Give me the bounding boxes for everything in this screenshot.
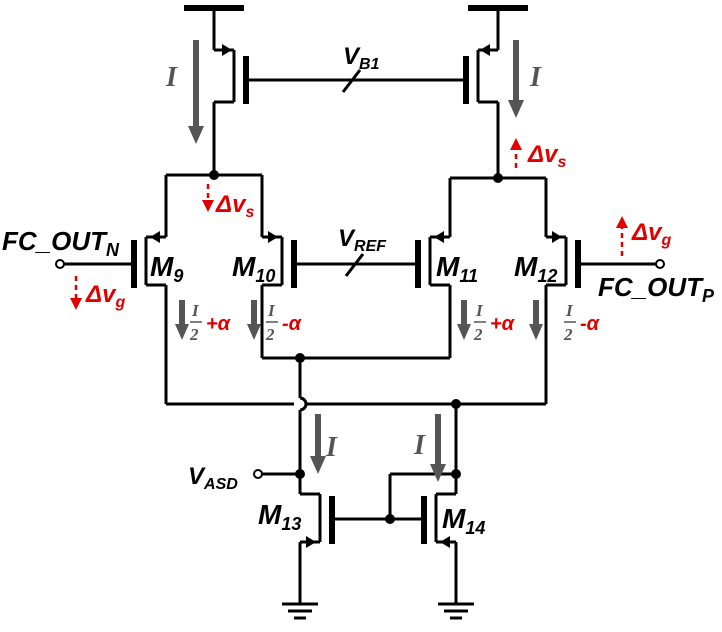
transistor-m9 bbox=[55, 231, 168, 404]
right-source-node bbox=[448, 173, 548, 237]
label-fc-out-n: FC_OUTN bbox=[2, 226, 120, 260]
svg-text:I: I bbox=[191, 301, 200, 320]
signal-label-vg-right: Δvg bbox=[631, 219, 671, 249]
signal-label-vs-right: Δvs bbox=[527, 141, 566, 171]
signal-label-vg-left: Δvg bbox=[85, 281, 125, 311]
current-arrow-m14 bbox=[430, 414, 446, 482]
svg-text:I: I bbox=[565, 301, 574, 320]
m13-m14-gate-line bbox=[332, 514, 424, 524]
current-label-m13: I bbox=[325, 432, 338, 463]
current-arrow-m13 bbox=[310, 414, 326, 474]
transistor-m12 bbox=[544, 231, 665, 404]
signal-arrow-vg-right bbox=[616, 216, 628, 256]
drain-node-m9-m12 bbox=[166, 399, 546, 474]
label-m14: M14 bbox=[442, 503, 485, 538]
svg-text:2: 2 bbox=[473, 325, 483, 344]
vref-label: VREF bbox=[338, 225, 387, 255]
label-m9: M9 bbox=[150, 251, 183, 286]
left-source-node bbox=[164, 170, 264, 237]
pmos-right-load bbox=[463, 5, 528, 178]
current-arrow-top-left bbox=[188, 40, 204, 144]
label-m10: M10 bbox=[232, 251, 275, 286]
svg-text:2: 2 bbox=[563, 325, 573, 344]
label-vasd: VASD bbox=[188, 463, 238, 493]
current-label-top-left: I bbox=[165, 62, 178, 93]
fraction-m9: I 2 +α bbox=[189, 301, 232, 344]
svg-text:2: 2 bbox=[189, 325, 199, 344]
signal-label-vs-left: Δvs bbox=[215, 191, 254, 221]
fraction-m10: I 2 -α bbox=[265, 301, 303, 344]
signal-arrow-vg-left bbox=[70, 276, 82, 310]
transistor-m13 bbox=[253, 469, 335, 604]
vb1-label: VB1 bbox=[343, 43, 380, 73]
svg-text:+α: +α bbox=[490, 313, 516, 335]
current-label-m14: I bbox=[413, 430, 426, 461]
label-fc-out-p: FC_OUTP bbox=[598, 272, 715, 306]
current-arrow-m10 bbox=[247, 300, 261, 340]
svg-text:I: I bbox=[475, 301, 484, 320]
ground-right-icon bbox=[438, 602, 474, 620]
svg-text:+α: +α bbox=[206, 313, 232, 335]
svg-text:I: I bbox=[267, 301, 276, 320]
svg-text:2: 2 bbox=[265, 325, 275, 344]
ground-left-icon bbox=[282, 602, 318, 620]
current-arrow-m11 bbox=[457, 300, 471, 340]
drain-node-m10-m11 bbox=[262, 353, 450, 474]
svg-text:-α: -α bbox=[580, 313, 601, 335]
vref-gate-line bbox=[294, 253, 418, 277]
current-arrow-m12 bbox=[529, 300, 543, 340]
vb1-gate-line bbox=[246, 69, 466, 93]
current-arrow-top-right bbox=[508, 40, 524, 118]
signal-arrow-vs-left bbox=[202, 184, 214, 212]
current-label-top-right: I bbox=[529, 62, 542, 93]
fraction-m12: I 2 -α bbox=[563, 301, 601, 344]
label-m12: M12 bbox=[514, 251, 557, 286]
label-m13: M13 bbox=[258, 499, 301, 534]
current-arrow-m9 bbox=[175, 300, 189, 340]
label-m11: M11 bbox=[436, 251, 478, 286]
signal-arrow-vs-right bbox=[510, 138, 522, 168]
transistor-m14 bbox=[388, 469, 461, 604]
fraction-m11: I 2 +α bbox=[473, 301, 516, 344]
svg-text:-α: -α bbox=[282, 313, 303, 335]
